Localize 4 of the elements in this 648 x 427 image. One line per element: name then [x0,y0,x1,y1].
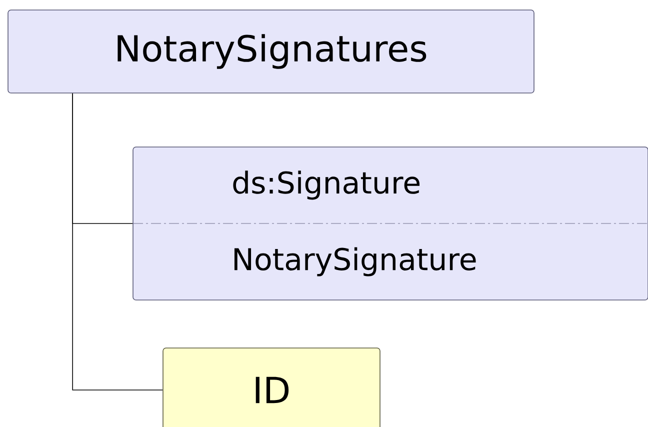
class-box: ds:Signature NotarySignature [132,146,648,300]
class-box: NotarySignatures [8,10,534,94]
connector-line [72,93,163,390]
class-box: ID [162,348,380,427]
